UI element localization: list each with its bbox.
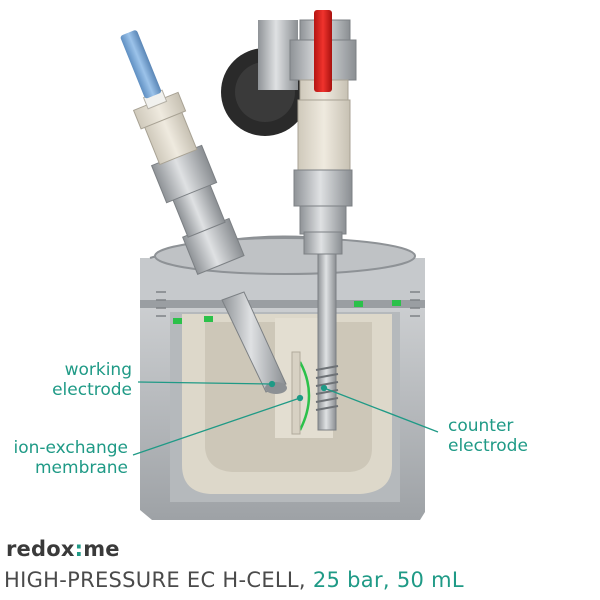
product-title: HIGH-PRESSURE EC H-CELL, 25 bar, 50 mL [4,568,464,592]
label-membrane-line2: membrane [34,458,128,478]
label-working-electrode: working electrode [24,360,132,400]
brand-part2: me [83,537,120,561]
title-specs: 25 bar, 50 mL [312,568,464,592]
membrane [291,351,311,435]
label-working-line2: electrode [52,380,132,400]
left-fitting [120,30,245,275]
title-main: HIGH-PRESSURE EC H-CELL [4,568,299,592]
leader-lines [132,380,439,456]
label-counter-line1: counter [448,416,514,436]
gasket-rings [173,300,401,324]
title-separator: , [298,568,313,592]
ptfe-liner [182,314,392,494]
label-ion-exchange-membrane: ion-exchange membrane [0,438,128,478]
label-counter-line2: electrode [448,436,528,456]
brand-separator: : [74,537,84,561]
label-membrane-line1: ion-exchange [13,438,128,458]
brand-logo: redox:me [6,537,120,561]
right-fitting [289,10,357,255]
gauge-knob [221,20,309,136]
counter-electrode-rod [315,199,339,431]
brand-part1: redox [6,537,75,561]
label-counter-electrode: counter electrode [448,416,588,456]
label-working-line1: working [64,360,132,380]
